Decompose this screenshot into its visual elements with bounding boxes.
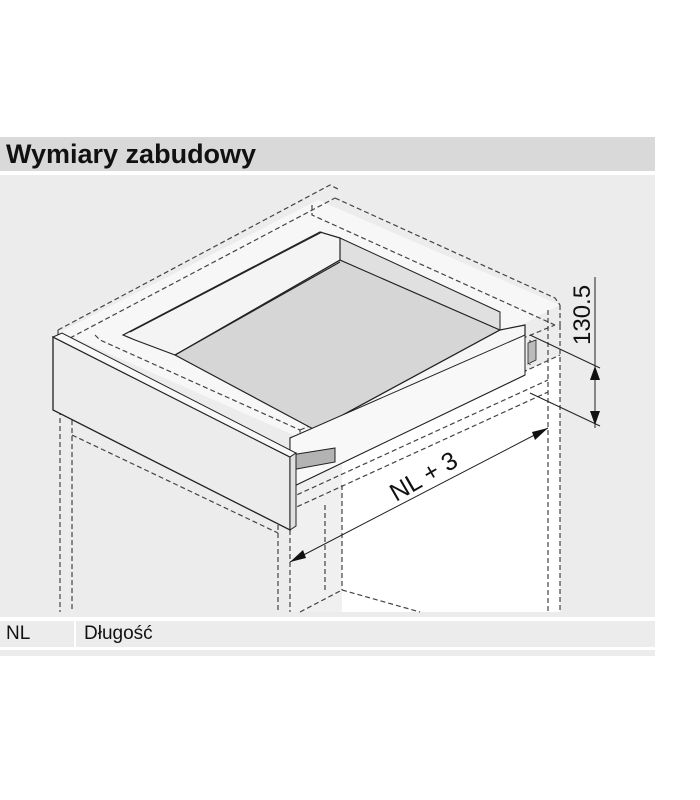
section-header: Wymiary zabudowy bbox=[0, 137, 655, 171]
legend-row: NL Długość bbox=[0, 621, 655, 647]
height-dimension-label: 130.5 bbox=[569, 285, 596, 345]
dimension-drawing-panel: 130.5 NL + 3 bbox=[0, 175, 655, 617]
installation-dimensions-section: Wymiary zabudowy bbox=[0, 137, 655, 656]
drawer-dimension-drawing: 130.5 NL + 3 bbox=[51, 184, 601, 613]
legend-value: Długość bbox=[84, 623, 153, 644]
footer-divider bbox=[0, 650, 655, 656]
legend-key: NL bbox=[0, 621, 76, 647]
section-title: Wymiary zabudowy bbox=[6, 139, 257, 169]
